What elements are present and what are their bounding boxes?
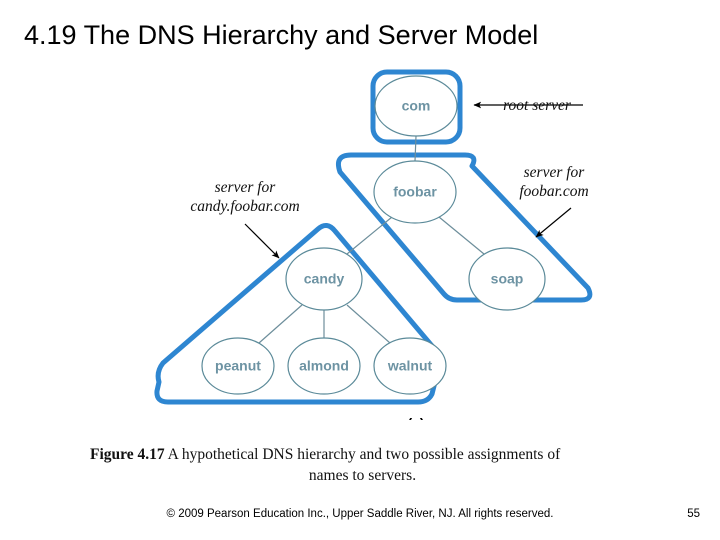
page-number: 55 — [687, 508, 700, 520]
node-walnut-label: walnut — [387, 358, 433, 374]
node-com[interactable]: com — [374, 75, 458, 137]
node-candy[interactable]: candy — [285, 247, 363, 311]
node-candy-label: candy — [304, 271, 345, 287]
edge-foobar-candy — [346, 216, 393, 255]
figure-number: Figure 4.17 — [90, 446, 165, 463]
figure-caption-line1: A hypothetical DNS hierarchy and two pos… — [164, 446, 561, 463]
foobar-server-region — [335, 152, 593, 303]
foobar-server-label-line2: foobar.com — [519, 183, 588, 200]
figure-caption: Figure 4.17 A hypothetical DNS hierarchy… — [90, 444, 635, 486]
node-almond-label: almond — [299, 358, 349, 374]
node-com-ellipse — [374, 75, 458, 137]
tree-edges — [258, 135, 485, 344]
candy-server-region — [154, 223, 445, 405]
foobar-server-label-line1: server for — [524, 164, 586, 181]
node-foobar[interactable]: foobar — [373, 160, 457, 224]
edge-com-foobar — [414, 135, 417, 162]
figure-caption-line2: names to servers. — [308, 467, 417, 484]
node-foobar-ellipse — [373, 160, 457, 224]
candy-server-arrow — [244, 223, 280, 259]
root-server-label: root server — [503, 97, 572, 114]
node-candy-ellipse — [285, 247, 363, 311]
slide-footer: © 2009 Pearson Education Inc., Upper Sad… — [0, 508, 720, 530]
edge-foobar-soap — [438, 216, 485, 255]
candy-server-label-line1: server for — [215, 179, 277, 196]
foobar-server-arrow — [535, 207, 572, 238]
node-foobar-label: foobar — [393, 184, 437, 200]
annotation-server-for-candy-foobar-com: server for candy.foobar.com — [190, 179, 300, 259]
node-soap-label: soap — [491, 271, 524, 287]
node-peanut-ellipse — [201, 337, 275, 395]
node-walnut[interactable]: walnut — [373, 337, 447, 395]
server-boundary-regions — [154, 69, 593, 405]
candy-server-label-line2: candy.foobar.com — [190, 198, 299, 215]
copyright-text: © 2009 Pearson Education Inc., Upper Sad… — [166, 508, 554, 520]
dns-hierarchy-diagram: com foobar candy soap peanut — [0, 60, 720, 420]
node-peanut-label: peanut — [215, 358, 261, 374]
node-walnut-ellipse — [373, 337, 447, 395]
annotation-server-for-foobar-com: server for foobar.com — [519, 164, 589, 238]
node-peanut[interactable]: peanut — [201, 337, 275, 395]
annotation-root-server: root server — [473, 97, 583, 114]
slide-title: 4.19 The DNS Hierarchy and Server Model — [24, 20, 539, 50]
root-server-region — [370, 69, 463, 145]
edge-candy-peanut — [258, 304, 303, 344]
node-soap-ellipse — [468, 247, 546, 311]
dns-nodes: com foobar candy soap peanut — [201, 75, 546, 395]
node-soap[interactable]: soap — [468, 247, 546, 311]
node-almond-ellipse — [287, 337, 361, 395]
panel-letter: (a) — [407, 415, 424, 420]
node-com-label: com — [402, 98, 431, 114]
edge-candy-walnut — [346, 304, 391, 344]
node-almond[interactable]: almond — [287, 337, 361, 395]
